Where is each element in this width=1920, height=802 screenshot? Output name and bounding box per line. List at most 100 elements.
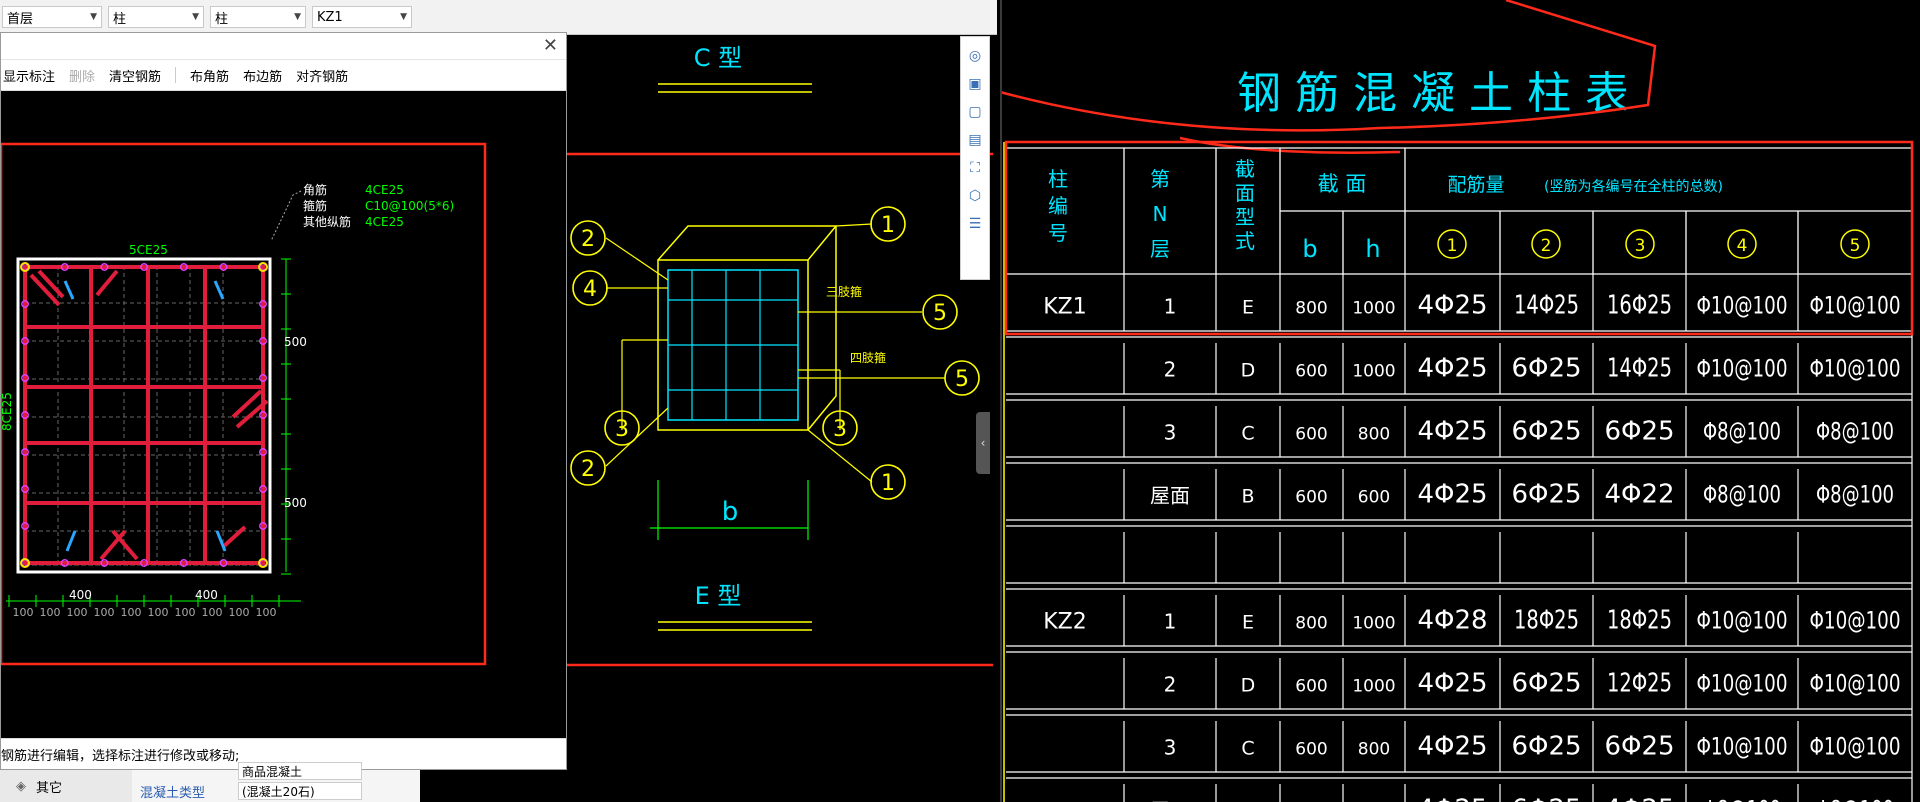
- property-category[interactable]: ◈ 其它: [0, 770, 132, 802]
- rebar-point[interactable]: [140, 559, 149, 567]
- component-type-select[interactable]: 柱▼: [108, 6, 204, 28]
- header-col-type: 式: [1235, 229, 1255, 253]
- chevron-down-icon: ▼: [294, 12, 301, 22]
- properties-view-icon[interactable]: ☰: [968, 216, 982, 232]
- table-cell-r5: Φ10@100: [1810, 292, 1901, 320]
- table-cell-r4: Φ10@100: [1697, 292, 1788, 320]
- delete-button[interactable]: 删除: [69, 69, 96, 85]
- rebar-point[interactable]: [219, 263, 228, 271]
- dim-small-label: 100: [256, 606, 277, 619]
- display-settings-icon[interactable]: ⬡: [968, 188, 982, 204]
- rebar-point[interactable]: [21, 522, 29, 530]
- table-cell-type: E: [1242, 297, 1254, 319]
- show-dimension-button[interactable]: 显示标注: [3, 69, 56, 85]
- rebar-point[interactable]: [179, 559, 188, 567]
- rebar-point[interactable]: [100, 263, 109, 271]
- table-cell-floor: 3: [1164, 421, 1177, 445]
- orbit-icon[interactable]: ◎: [968, 48, 982, 64]
- rebar-point[interactable]: [140, 263, 149, 271]
- table-title: 钢筋混凝土柱表: [1237, 68, 1643, 119]
- rebar-bubble-label: 1: [881, 213, 895, 238]
- table-cell-h: 1000: [1352, 677, 1395, 697]
- rebar-point[interactable]: [60, 559, 69, 567]
- table-cell-r4: Φ10@100: [1697, 607, 1788, 635]
- rebar-point[interactable]: [21, 337, 29, 345]
- corner-rebar-point[interactable]: [258, 262, 268, 272]
- box-view-icon[interactable]: ▤: [968, 132, 982, 148]
- legend-label-stirrup: 箍筋: [303, 198, 327, 213]
- cube-icon[interactable]: ▢: [968, 104, 982, 120]
- collapse-panel-handle[interactable]: ‹: [976, 412, 990, 474]
- close-icon[interactable]: ✕: [542, 35, 558, 56]
- table-cell-r4: Φ10@100: [1697, 670, 1788, 698]
- table-cell-r4: Φ10@100: [1697, 733, 1788, 761]
- legend-value-other: 4CE25: [365, 215, 404, 229]
- rebar-bubble: [870, 206, 906, 242]
- stirrup-hook: [99, 529, 127, 561]
- align-rebar-button[interactable]: 对齐钢筋: [296, 69, 349, 85]
- dim-right-top: 500: [284, 335, 307, 349]
- header-col-id: 编: [1048, 194, 1068, 218]
- clear-rebar-button[interactable]: 清空钢筋: [109, 69, 162, 85]
- rebar-point[interactable]: [21, 374, 29, 382]
- rebar-point[interactable]: [259, 522, 267, 530]
- rebar-point[interactable]: [259, 485, 267, 493]
- header-markup: [1004, 140, 1914, 336]
- rebar-point[interactable]: [60, 263, 69, 271]
- rebar-point[interactable]: [259, 448, 267, 456]
- corner-rebar-point[interactable]: [20, 262, 30, 272]
- dialog-title-bar: ✕: [1, 33, 566, 59]
- corner-rebar-point[interactable]: [258, 558, 268, 568]
- 3d-view-icon[interactable]: ▣: [968, 76, 982, 92]
- table-cell-b: 800: [1295, 614, 1327, 634]
- floor-select[interactable]: 首层▼: [2, 6, 102, 28]
- rebar-point[interactable]: [259, 300, 267, 308]
- header-num: 1: [1447, 236, 1458, 256]
- rebar-points: [20, 262, 268, 568]
- header-col-type: 型: [1235, 205, 1255, 229]
- rebar-point[interactable]: [21, 300, 29, 308]
- table-cell-r2: 6Φ25: [1511, 354, 1581, 384]
- rebar-point[interactable]: [259, 337, 267, 345]
- section-markup: [1, 142, 487, 666]
- legend-label-corner: 角筋: [303, 182, 327, 197]
- rebar-point[interactable]: [100, 559, 109, 567]
- fullscreen-icon[interactable]: ⛶: [970, 160, 980, 176]
- rebar-point[interactable]: [179, 263, 188, 271]
- table-cell-b: 600: [1295, 362, 1327, 382]
- chevron-down-icon: ▼: [90, 12, 97, 22]
- place-corner-rebar-button[interactable]: 布角筋: [190, 69, 230, 85]
- property-value-concrete-type[interactable]: (混凝土20石): [238, 782, 362, 800]
- component-subtype-select[interactable]: 柱▼: [210, 6, 306, 28]
- table-cell-r1: 4Φ25: [1417, 669, 1487, 699]
- table-cell-r2: 6Φ25: [1511, 732, 1581, 762]
- header-rebar-note: (竖筋为各编号在全柱的总数): [1544, 178, 1723, 195]
- corner-rebar-point[interactable]: [20, 558, 30, 568]
- header-num: 5: [1850, 236, 1861, 256]
- component-name-select[interactable]: KZ1▼: [312, 6, 412, 28]
- stirrup-hook: [221, 525, 247, 549]
- dim-b: b: [722, 497, 739, 527]
- rebar-bubble: [822, 410, 858, 446]
- header-num-circle: [1840, 229, 1870, 259]
- dim-small-label: 100: [229, 606, 250, 619]
- rebar-point[interactable]: [21, 411, 29, 419]
- panel-divider-line[interactable]: [1000, 0, 1002, 802]
- rebar-point[interactable]: [259, 411, 267, 419]
- header-col-floor: N: [1153, 202, 1168, 226]
- property-value[interactable]: 商品混凝土: [238, 762, 362, 780]
- section-canvas[interactable]: 角筋 4CE25 箍筋 C10@100(5*6) 其他纵筋 4CE25 5CE2…: [1, 91, 566, 739]
- table-cell-r2: 6Φ25: [1511, 417, 1581, 447]
- property-label-concrete-type: 混凝土类型: [140, 786, 206, 801]
- rebar-bubble: [944, 360, 980, 396]
- rebar-point[interactable]: [259, 374, 267, 382]
- table-cell-r2: 6Φ25: [1511, 480, 1581, 510]
- panel-divider: [993, 0, 1001, 802]
- table-grid: [1003, 142, 1913, 802]
- rebar-point[interactable]: [21, 448, 29, 456]
- table-cell-h: 600: [1358, 488, 1390, 508]
- place-edge-rebar-button[interactable]: 布边筋: [243, 69, 283, 85]
- rebar-point[interactable]: [219, 559, 228, 567]
- rebar-point[interactable]: [21, 485, 29, 493]
